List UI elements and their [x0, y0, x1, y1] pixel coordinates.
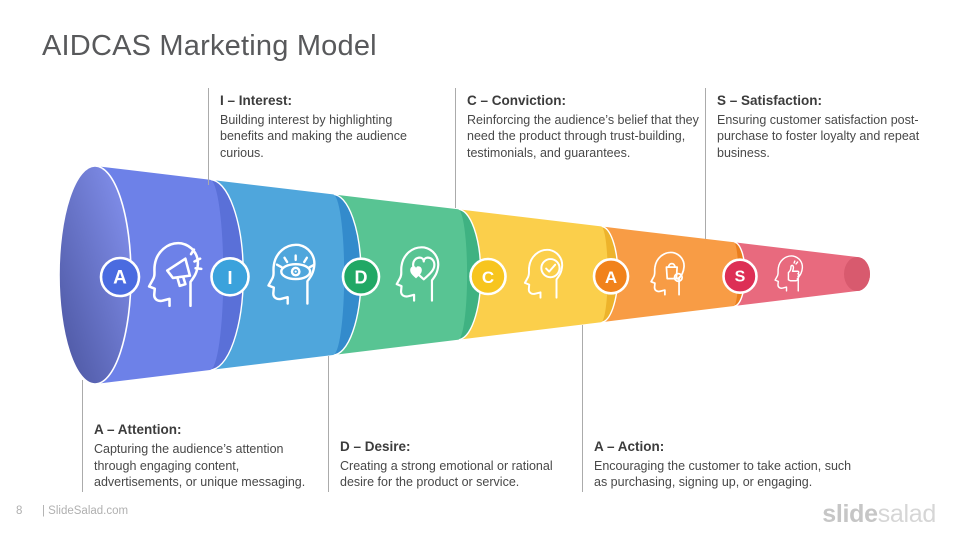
funnel-segment-3: [458, 209, 608, 340]
funnel-tip-cap: [844, 257, 870, 291]
stage-note-interest: I – Interest: Building interest by highl…: [208, 88, 426, 185]
stage-letter: A: [113, 268, 127, 289]
stage-description-conviction: Reinforcing the audience’s belief that t…: [467, 113, 699, 160]
stage-heading-attention: A – Attention:: [94, 422, 182, 438]
stage-letter: I: [227, 268, 232, 288]
funnel-segment-5: [734, 242, 870, 306]
stage-heading-conviction: C – Conviction:: [467, 93, 567, 108]
stage-badge-1: I: [210, 256, 250, 297]
page-number: 8: [16, 505, 23, 517]
stage-badge-5: S: [722, 258, 758, 295]
stage-note-desire: D – Desire: Creating a strong emotional …: [328, 356, 590, 492]
footer-credit: | SlideSalad.com: [42, 505, 129, 517]
brand-logo-bold: slide: [822, 500, 878, 528]
stage-description-attention: Capturing the audience’s attention throu…: [94, 442, 306, 489]
stage-letter: S: [735, 269, 746, 286]
stage-heading-desire: D – Desire:: [340, 438, 411, 454]
brand-logo: slidesalad: [822, 500, 936, 529]
stage-heading-satisfaction: S – Satisfaction:: [717, 93, 823, 108]
stage-badge-4: A: [592, 257, 630, 295]
funnel-segment-4: [601, 226, 739, 323]
stage-letter: C: [482, 268, 494, 287]
funnel-segment-1: [210, 179, 345, 370]
stage-note-attention: A – Attention: Capturing the audience’s …: [82, 380, 328, 492]
stage-badge-3: C: [469, 257, 507, 296]
stage-heading-interest: I – Interest:: [220, 93, 293, 108]
stage-heading-action: A – Action:: [594, 438, 665, 454]
stage-description-satisfaction: Ensuring customer satisfaction post-purc…: [717, 113, 920, 160]
stage-description-interest: Building interest by highlighting benefi…: [220, 113, 407, 160]
stage-description-desire: Creating a strong emotional or rational …: [340, 458, 553, 489]
brand-logo-light: salad: [877, 500, 937, 528]
stage-note-action: A – Action: Encouraging the customer to …: [582, 325, 864, 492]
stage-letter: D: [355, 268, 368, 288]
stage-badge-2: D: [341, 257, 381, 297]
stage-letter: A: [605, 268, 617, 287]
stage-description-action: Encouraging the customer to take action,…: [594, 458, 852, 489]
stage-note-conviction: C – Conviction: Reinforcing the audience…: [455, 88, 707, 208]
stage-note-satisfaction: S – Satisfaction: Ensuring customer sati…: [705, 88, 937, 239]
slide-title: AIDCAS Marketing Model: [42, 30, 377, 62]
stage-badge-0: A: [99, 256, 141, 298]
